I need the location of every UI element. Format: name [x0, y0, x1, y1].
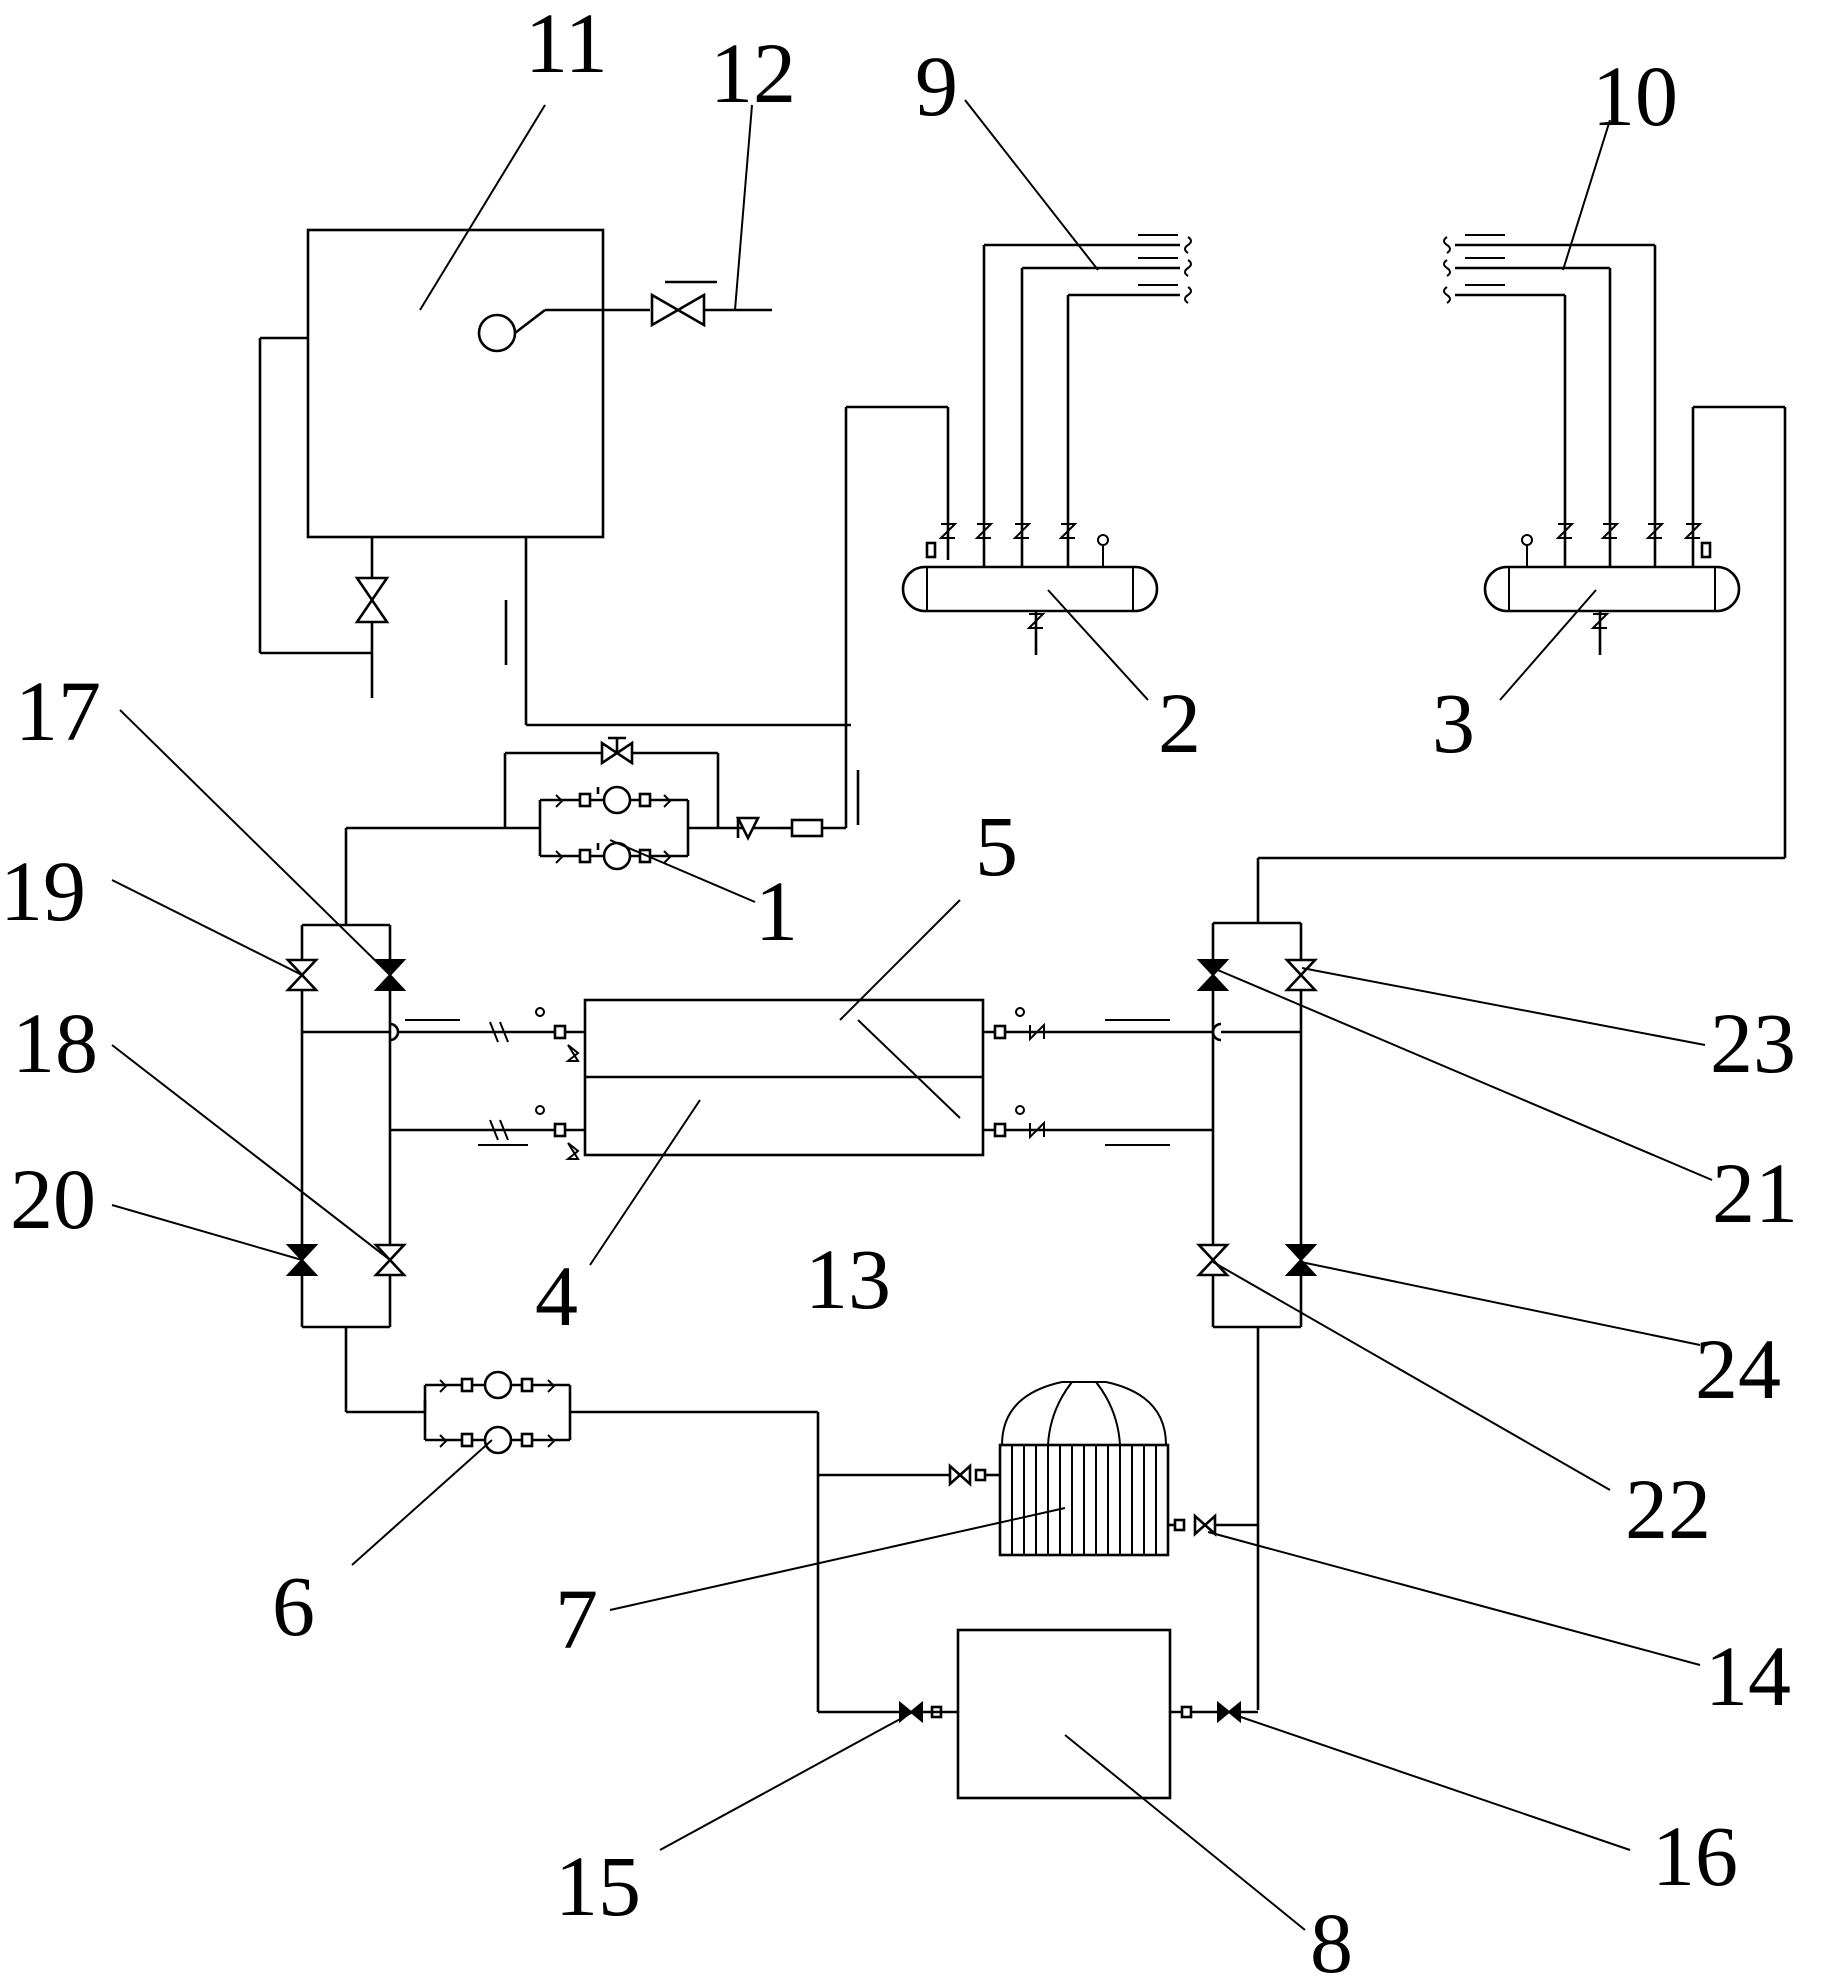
label-3: 3	[1432, 675, 1475, 771]
header-3	[1256, 234, 1787, 923]
label-5: 5	[975, 798, 1018, 894]
header-2	[901, 234, 1192, 655]
unit-8	[899, 1628, 1258, 1800]
left-valve-manifold	[285, 923, 470, 1414]
label-4: 4	[535, 1248, 578, 1344]
cooling-tower-7	[948, 1381, 1258, 1557]
label-22: 22	[1625, 1461, 1711, 1557]
label-24: 24	[1695, 1321, 1781, 1417]
label-12: 12	[710, 25, 796, 121]
label-14: 14	[1705, 1628, 1791, 1724]
pump-group-1	[344, 725, 860, 925]
label-8: 8	[1310, 1895, 1353, 1976]
label-18: 18	[12, 995, 98, 1091]
label-16: 16	[1652, 1808, 1738, 1904]
label-20: 20	[10, 1151, 96, 1247]
label-15: 15	[555, 1838, 641, 1934]
label-13: 13	[805, 1231, 891, 1327]
label-7: 7	[555, 1571, 598, 1667]
label-19: 19	[0, 843, 86, 939]
label-10: 10	[1592, 48, 1678, 144]
header-2-supply	[844, 405, 950, 725]
label-6: 6	[272, 1558, 315, 1654]
label-11: 11	[525, 0, 608, 91]
heat-exchanger	[405, 998, 1170, 1160]
label-17: 17	[15, 663, 101, 759]
label-23: 23	[1710, 995, 1796, 1091]
label-1: 1	[755, 863, 798, 959]
pump-group-6	[423, 1370, 950, 1714]
label-21: 21	[1712, 1145, 1798, 1241]
label-2: 2	[1158, 675, 1201, 771]
right-valve-manifold	[1100, 921, 1318, 1710]
label-9: 9	[915, 38, 958, 134]
leader-lines	[111, 99, 1713, 1931]
tank-11	[258, 228, 851, 727]
